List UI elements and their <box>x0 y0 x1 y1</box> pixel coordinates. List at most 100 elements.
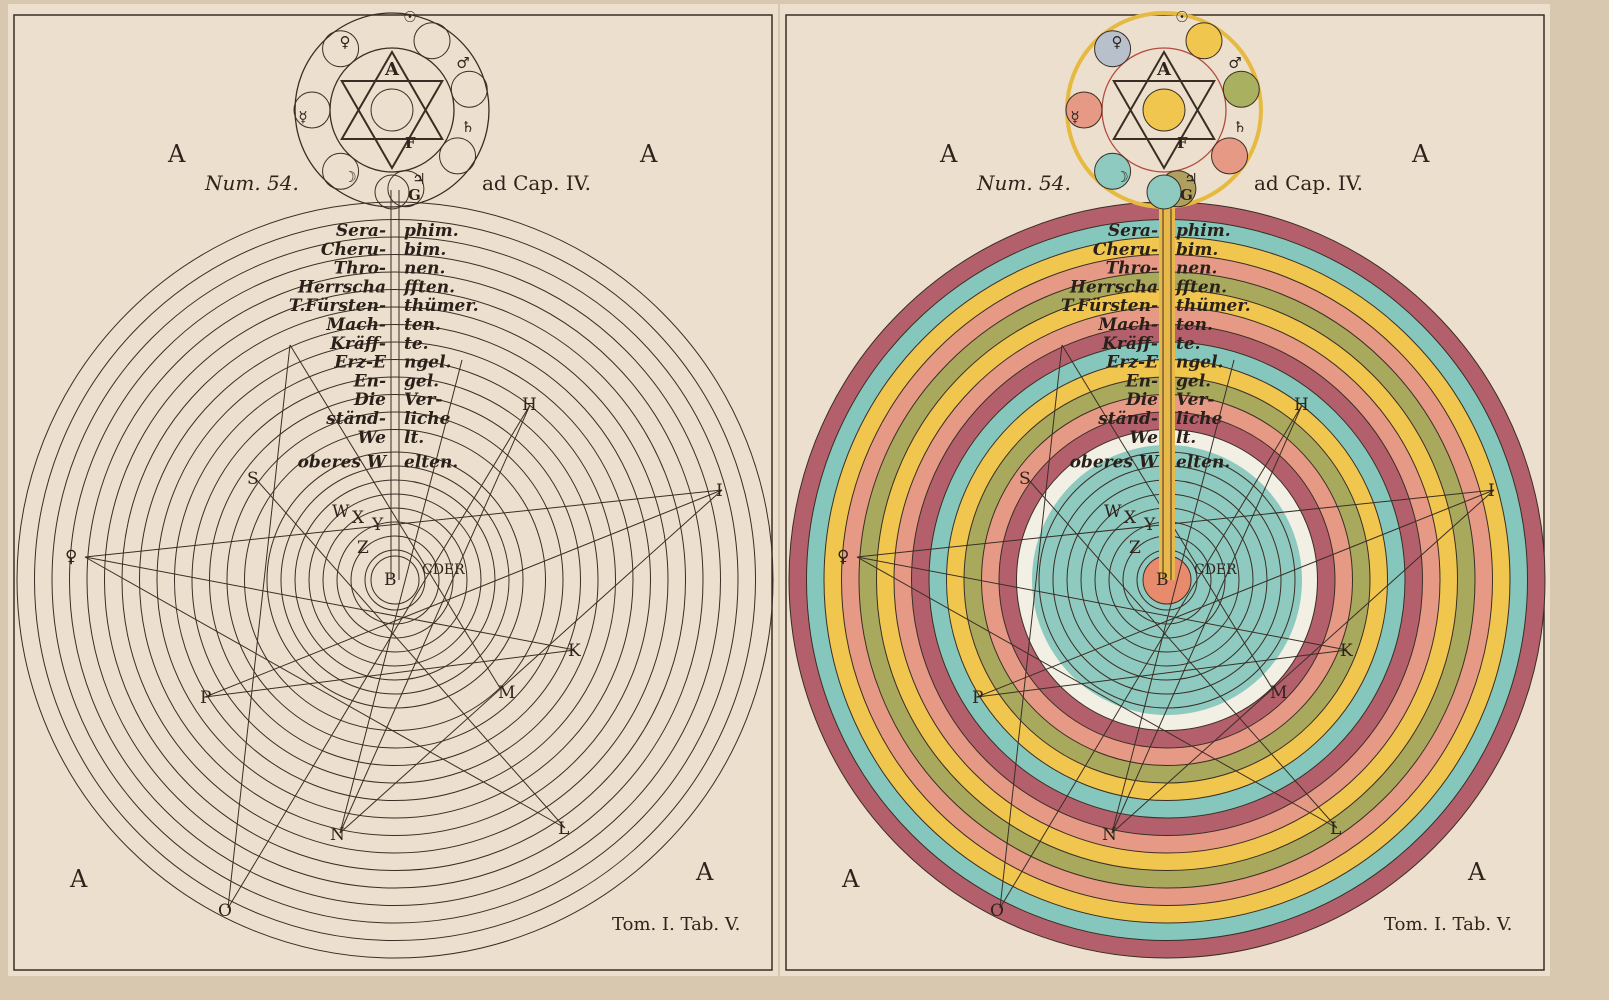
emblem-center-circle <box>370 88 414 132</box>
point-label-w: W <box>1104 502 1122 522</box>
star-line <box>1111 489 1495 834</box>
plate-border <box>13 14 773 971</box>
hierarchy-label-right: thümer. <box>404 296 479 316</box>
planet-circle <box>413 22 451 60</box>
planet-circle <box>1094 30 1132 68</box>
hierarchy-label-right: ten. <box>1176 315 1213 335</box>
hierarchy-label-right: ten. <box>404 315 441 335</box>
plate-footer: Tom. I. Tab. V. <box>1384 914 1512 935</box>
star-line <box>1111 359 1235 834</box>
planet-symbol: ☽ <box>343 168 356 186</box>
star-line <box>84 556 566 829</box>
star-line <box>254 477 566 829</box>
point-label-k: K <box>568 641 581 661</box>
star-line <box>976 489 1495 698</box>
plate-number: Num. 54. <box>976 171 1071 195</box>
point-label-h: H <box>1294 395 1309 415</box>
hierarchy-label-right: ngel. <box>404 353 451 373</box>
hierarchy-label-right: lt. <box>1176 428 1196 448</box>
hierarchy-label-right: thümer. <box>1176 296 1251 316</box>
chapter-reference: ad Cap. IV. <box>1254 171 1363 195</box>
point-label-x: X <box>1124 508 1137 528</box>
point-label-z: Z <box>1129 538 1141 558</box>
ring-circle <box>294 479 496 681</box>
point-label-i: I <box>1488 481 1495 501</box>
point-label-m: M <box>498 683 515 703</box>
star-line <box>84 489 723 558</box>
star-line <box>339 404 531 834</box>
star-line <box>204 489 723 698</box>
star-line <box>999 404 1303 909</box>
point-label-n: N <box>330 825 345 845</box>
hierarchy-label-left: Erz-E <box>1105 353 1159 373</box>
ring-circle <box>322 507 468 653</box>
ring-circle <box>350 535 440 625</box>
planet-circle <box>1222 70 1260 108</box>
point-label-p: P <box>200 688 211 708</box>
ring-circle <box>121 306 669 854</box>
hierarchy-label-left: Erz-E <box>333 353 387 373</box>
ring-circle <box>156 341 634 819</box>
hierarchy-label-right: lt. <box>404 428 424 448</box>
planet-circle <box>293 91 331 129</box>
hierarchy-label-right: fften. <box>403 277 455 297</box>
plate-footer: Tom. I. Tab. V. <box>612 914 740 935</box>
hierarchy-label-right: elten. <box>1176 453 1230 473</box>
chapter-reference: ad Cap. IV. <box>482 171 591 195</box>
hierarchy-label-left: T.Fürsten- <box>289 296 386 316</box>
ring-circle <box>280 465 510 695</box>
corner-letter-a: A <box>1467 858 1486 886</box>
ring-circle <box>69 254 721 906</box>
planet-circle <box>1065 91 1103 129</box>
emblem-letter-a: A <box>384 59 400 80</box>
hierarchy-label-left: We <box>357 428 386 448</box>
star-line <box>227 344 291 909</box>
ring-circle <box>209 394 581 766</box>
hierarchy-label-right: Ver- <box>1176 390 1214 410</box>
ring-circle <box>336 521 454 639</box>
point-label-l: L <box>558 819 569 839</box>
hierarchy-label-left: Herrscha <box>1069 277 1158 297</box>
hierarchy-label-left: Sera- <box>1108 221 1158 241</box>
planet-symbol: ♀ <box>1112 33 1123 51</box>
hierarchy-label-left: Thro- <box>334 259 386 279</box>
star-line <box>1026 477 1338 829</box>
corner-letter-a: A <box>1411 140 1430 168</box>
point-label-cder: CDER <box>1194 562 1237 578</box>
point-label-h: H <box>522 395 537 415</box>
point-label-cder: CDER <box>422 562 465 578</box>
point-label-b: B <box>384 570 397 590</box>
star-line <box>339 359 463 834</box>
hierarchy-label-right: Ver- <box>404 390 442 410</box>
point-label-s: S <box>247 469 259 489</box>
hierarchy-label-left: ständ- <box>1097 409 1158 429</box>
hierarchy-label-right: te. <box>404 334 429 354</box>
emblem-center-circle <box>1142 88 1186 132</box>
star-line <box>84 556 576 651</box>
ring-circle <box>226 411 564 749</box>
hierarchy-label-right: nen. <box>404 259 445 279</box>
ring-circle <box>139 324 651 836</box>
point-label-y: Y <box>371 515 384 535</box>
planet-symbol: ☿ <box>1070 108 1079 126</box>
emblem-letter-g: G <box>1180 186 1193 204</box>
point-label-o: O <box>218 901 232 921</box>
planet-circle <box>322 152 360 190</box>
point-label-y: Y <box>1143 515 1156 535</box>
point-label-x: X <box>352 508 365 528</box>
central-stem <box>1159 190 1175 580</box>
point-label-k: K <box>1340 641 1353 661</box>
ring-circle <box>16 201 774 959</box>
hierarchy-label-right: gel. <box>404 371 439 391</box>
emblem-letter-g: G <box>408 186 421 204</box>
planet-symbol: ♂ <box>1228 54 1241 72</box>
corner-letter-a: A <box>639 140 658 168</box>
hierarchy-label-left: En- <box>353 371 386 391</box>
planet-symbol: ☿ <box>298 108 307 126</box>
planet-symbol: ♄ <box>461 118 474 136</box>
hierarchy-label-left: Sera- <box>336 221 386 241</box>
planet-symbol: ☉ <box>1175 8 1188 26</box>
star-line <box>999 344 1063 909</box>
star-of-david-triangle-down <box>340 80 444 171</box>
star-line <box>289 344 501 689</box>
